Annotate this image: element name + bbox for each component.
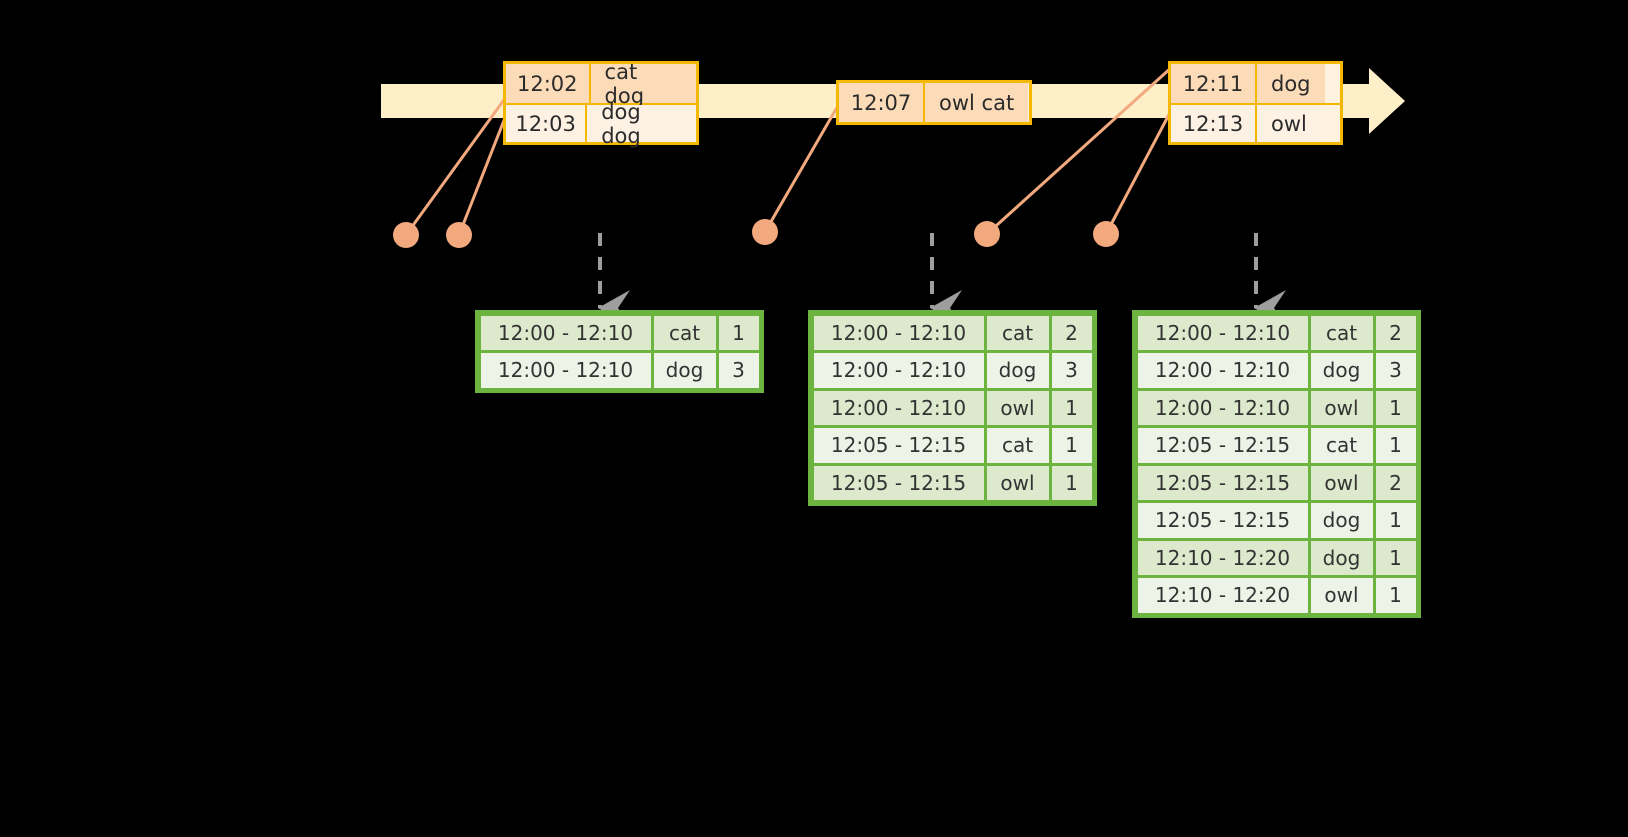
word-cell: cat [653, 315, 716, 350]
word-cell: owl [986, 390, 1049, 425]
word-cell: dog [1310, 503, 1373, 538]
window-cell: 12:05 - 12:15 [1137, 503, 1308, 538]
event-words: dog [1257, 64, 1325, 103]
window-cell: 12:00 - 12:10 [1137, 390, 1308, 425]
count-cell: 1 [1375, 578, 1416, 613]
count-cell: 1 [1375, 428, 1416, 463]
event-words: cat dog [590, 60, 696, 108]
window-cell: 12:05 - 12:15 [1137, 465, 1308, 500]
event-time: 12:02 [506, 64, 591, 103]
count-cell: 1 [1375, 540, 1416, 575]
count-cell: 3 [1375, 353, 1416, 388]
word-cell: cat [986, 315, 1049, 350]
event-time: 12:11 [1171, 64, 1257, 103]
word-cell: dog [986, 353, 1049, 388]
count-cell: 2 [1375, 315, 1416, 350]
word-cell: dog [1310, 540, 1373, 575]
window-cell: 12:00 - 12:10 [480, 315, 651, 350]
window-cell: 12:05 - 12:15 [813, 428, 984, 463]
word-cell: owl [1310, 465, 1373, 500]
dashed-arrows [598, 233, 1286, 326]
connector-5 [1104, 104, 1176, 235]
window-cell: 12:00 - 12:10 [813, 353, 984, 388]
window-cell: 12:00 - 12:10 [813, 315, 984, 350]
window-cell: 12:00 - 12:10 [1137, 353, 1308, 388]
word-cell: dog [653, 353, 716, 388]
count-cell: 2 [1375, 465, 1416, 500]
event-words: dog dog [587, 100, 696, 148]
count-cell: 3 [718, 353, 759, 388]
event-time: 12:03 [506, 105, 588, 142]
window-cell: 12:00 - 12:10 [1137, 315, 1308, 350]
count-cell: 1 [718, 315, 759, 350]
window-cell: 12:05 - 12:15 [813, 465, 984, 500]
count-cell: 1 [1051, 465, 1092, 500]
word-cell: cat [986, 428, 1049, 463]
count-cell: 1 [1051, 390, 1092, 425]
count-cell: 1 [1051, 428, 1092, 463]
trigger-dot-1 [393, 222, 419, 248]
word-cell: cat [1310, 428, 1373, 463]
word-cell: dog [1310, 353, 1373, 388]
event-time: 12:13 [1171, 105, 1257, 142]
trigger-dot-5 [1093, 221, 1119, 247]
connector-1 [404, 96, 508, 236]
window-cell: 12:10 - 12:20 [1137, 578, 1308, 613]
word-cell: owl [1310, 390, 1373, 425]
event-words: owl cat [925, 83, 1029, 122]
count-cell: 2 [1051, 315, 1092, 350]
word-cell: owl [1310, 578, 1373, 613]
connector-3 [763, 96, 845, 233]
trigger-dot-3 [752, 219, 778, 245]
count-cell: 1 [1375, 390, 1416, 425]
word-cell: cat [1310, 315, 1373, 350]
trigger-dot-2 [446, 222, 472, 248]
window-cell: 12:05 - 12:15 [1137, 428, 1308, 463]
window-cell: 12:10 - 12:20 [1137, 540, 1308, 575]
event-words: owl [1257, 105, 1321, 142]
count-cell: 3 [1051, 353, 1092, 388]
trigger-dot-4 [974, 221, 1000, 247]
trigger-dots [393, 219, 1119, 248]
event-time: 12:07 [839, 83, 925, 122]
window-cell: 12:00 - 12:10 [480, 353, 651, 388]
word-cell: owl [986, 465, 1049, 500]
window-cell: 12:00 - 12:10 [813, 390, 984, 425]
count-cell: 1 [1375, 503, 1416, 538]
